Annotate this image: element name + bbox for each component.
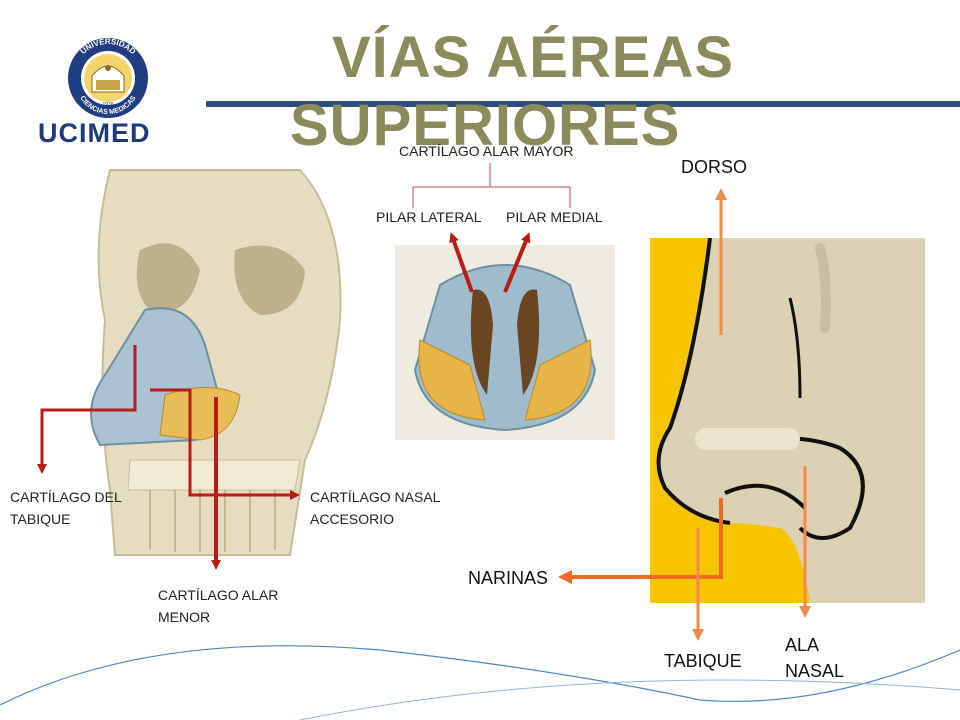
nasal-cartilage-illustration [395,245,615,440]
label-narinas: NARINAS [468,568,549,588]
nose-profile-illustration [650,238,925,603]
label-cartilago-alar-menor: CARTÍLAGO ALAR MENOR [158,587,279,625]
title-underline [206,101,960,107]
label-ala-nasal: ALA NASAL [785,635,845,681]
university-logo-seal: 1976 UNIVERSIDAD CIENCIAS MEDICAS [68,37,148,118]
nasal-accesorio-arrow [150,388,300,500]
ucimed-logo-text: UCIMED [38,118,151,148]
decorative-swoosh [0,645,960,706]
label-cartilago-nasal-accesorio: CARTÍLAGO NASAL ACCESORIO [310,489,441,527]
pilar-lateral-arrow [449,232,474,293]
label-pilar-medial: PILAR MEDIAL [506,209,603,225]
svg-text:1976: 1976 [102,102,113,108]
label-cartilago-alar-mayor: CARTÍLAGO ALAR MAYOR [399,143,574,159]
label-dorso: DORSO [681,157,748,177]
label-cartilago-del-tabique: CARTÍLAGO DEL TABIQUE [10,489,122,527]
decorative-swoosh-2 [299,679,960,720]
label-pilar-lateral: PILAR LATERAL [376,209,482,225]
label-tabique: TABIQUE [664,651,742,671]
alar-mayor-bracket [412,163,571,208]
pilar-medial-arrow [503,232,531,293]
narinas-arrow [558,498,723,584]
tabique-arrow [37,345,137,474]
page-title: VÍAS AÉREAS SUPERIORES [290,25,735,158]
